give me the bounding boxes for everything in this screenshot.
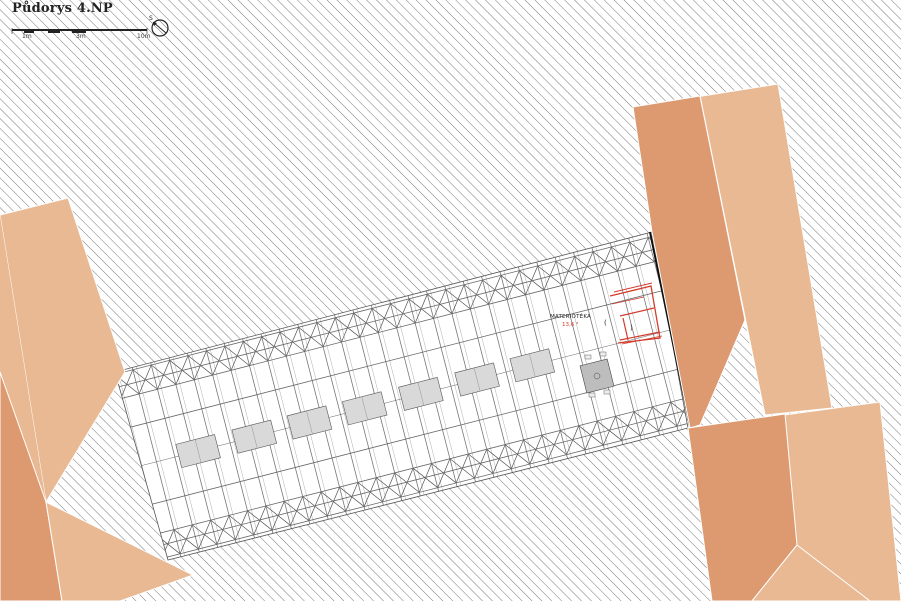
scale-label-1m: 1m	[22, 33, 32, 40]
scale-label-10m: 10m	[137, 33, 151, 40]
north-arrow-icon	[151, 19, 169, 37]
svg-text:(: (	[604, 319, 607, 327]
page-title: Půdorys 4.NP	[12, 1, 113, 16]
materioteka-room-outline	[609, 282, 663, 345]
room-area-label: 13,6 ³	[562, 322, 579, 328]
meeting-table	[579, 351, 615, 398]
svg-text:): )	[630, 324, 633, 332]
neighbour-roof-right-upper	[632, 83, 833, 429]
scale-bar-icon	[11, 28, 148, 34]
north-label: S	[149, 15, 153, 22]
neighbour-roof-left	[0, 197, 195, 601]
neighbour-roof-right-lower	[687, 401, 901, 601]
room-name-label: MATERIOTÉKA	[550, 314, 591, 320]
scale-label-3m: 3m	[76, 33, 86, 40]
exhibition-tables	[175, 348, 556, 469]
